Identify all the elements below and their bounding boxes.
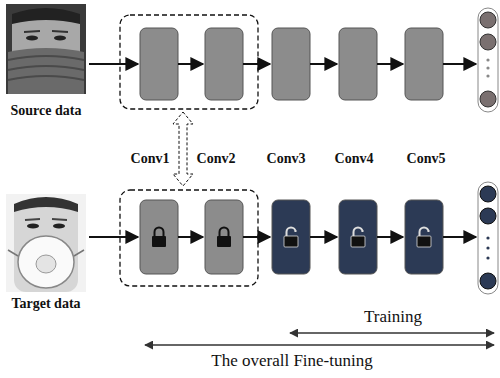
source-face [6,4,86,94]
open-lock [284,228,431,248]
span-label: Training [364,307,422,327]
data-caption: Source data [0,103,92,119]
span-label: The overall Fine-tuning [211,351,372,371]
image-space [0,4,92,103]
target-face [6,194,86,292]
data-caption: Target data [0,296,92,312]
data-image: Source data [0,4,92,119]
data-image: Target data [0,192,92,312]
layer-label: Conv3 [267,151,306,167]
layer-label: Conv5 [407,151,446,167]
image-space [0,192,92,296]
closed-lock [152,228,231,248]
layer-label: Conv1 [131,151,170,167]
layer-label: Conv2 [197,151,236,167]
layer-label: Conv4 [335,151,374,167]
